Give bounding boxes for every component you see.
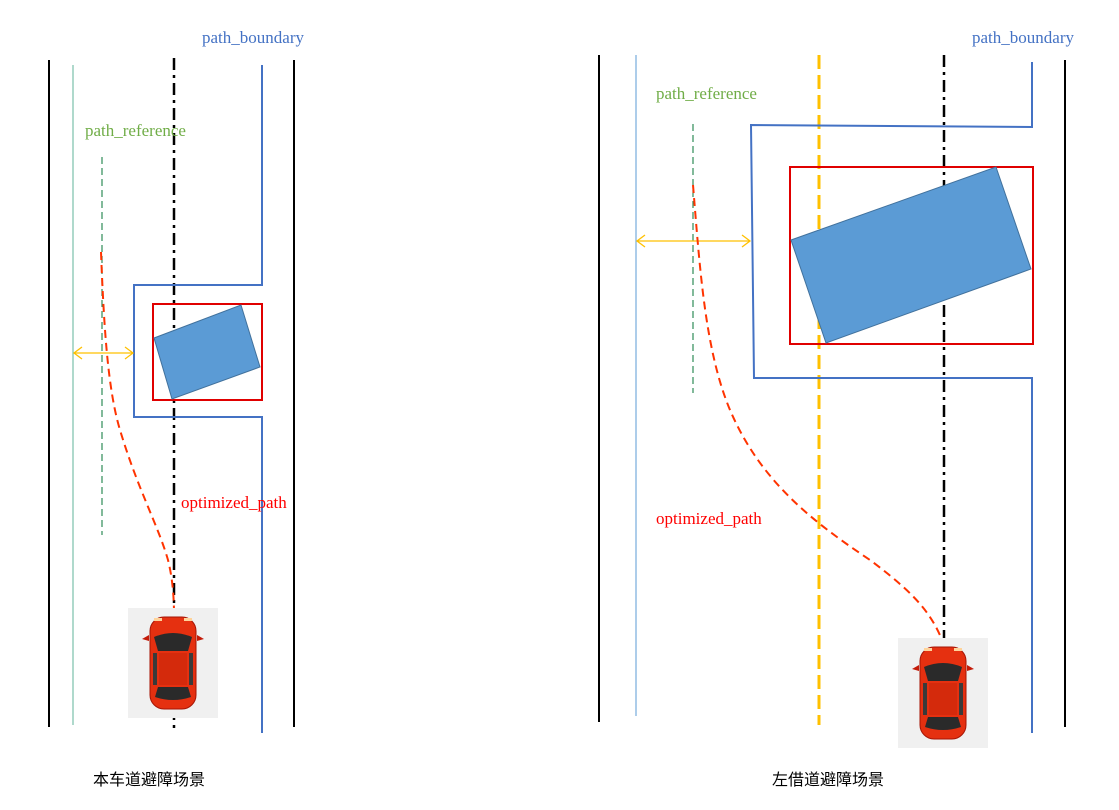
obstacle-bounding-box bbox=[789, 166, 1034, 345]
optimized-path-curve bbox=[100, 251, 175, 616]
scene-left-borrow: path_boundary path_reference optimized_p… bbox=[598, 28, 1074, 789]
obstacle-bounding-box bbox=[152, 303, 263, 401]
scene-caption: 本车道避障场景 bbox=[93, 770, 205, 789]
obstacle bbox=[790, 166, 1032, 344]
obstacle bbox=[153, 304, 261, 400]
path-boundary-line bbox=[749, 62, 1033, 733]
path-boundary-line bbox=[133, 65, 263, 733]
car-top-view-icon bbox=[127, 607, 219, 719]
buffer-arrow bbox=[635, 234, 752, 248]
path-reference-label: path_reference bbox=[656, 84, 757, 103]
scene-caption: 左借道避障场景 bbox=[772, 770, 884, 789]
path-boundary-label: path_boundary bbox=[202, 28, 304, 47]
scene-own-lane: path_boundary path_reference optimized_p… bbox=[48, 28, 304, 789]
optimized-path-label: optimized_path bbox=[181, 493, 287, 512]
optimized-path-label: optimized_path bbox=[656, 509, 762, 528]
path-reference-label: path_reference bbox=[85, 121, 186, 140]
car-top-view-icon bbox=[897, 637, 989, 749]
path-boundary-label: path_boundary bbox=[972, 28, 1074, 47]
optimized-path-curve bbox=[692, 184, 943, 641]
buffer-arrow bbox=[72, 346, 135, 360]
